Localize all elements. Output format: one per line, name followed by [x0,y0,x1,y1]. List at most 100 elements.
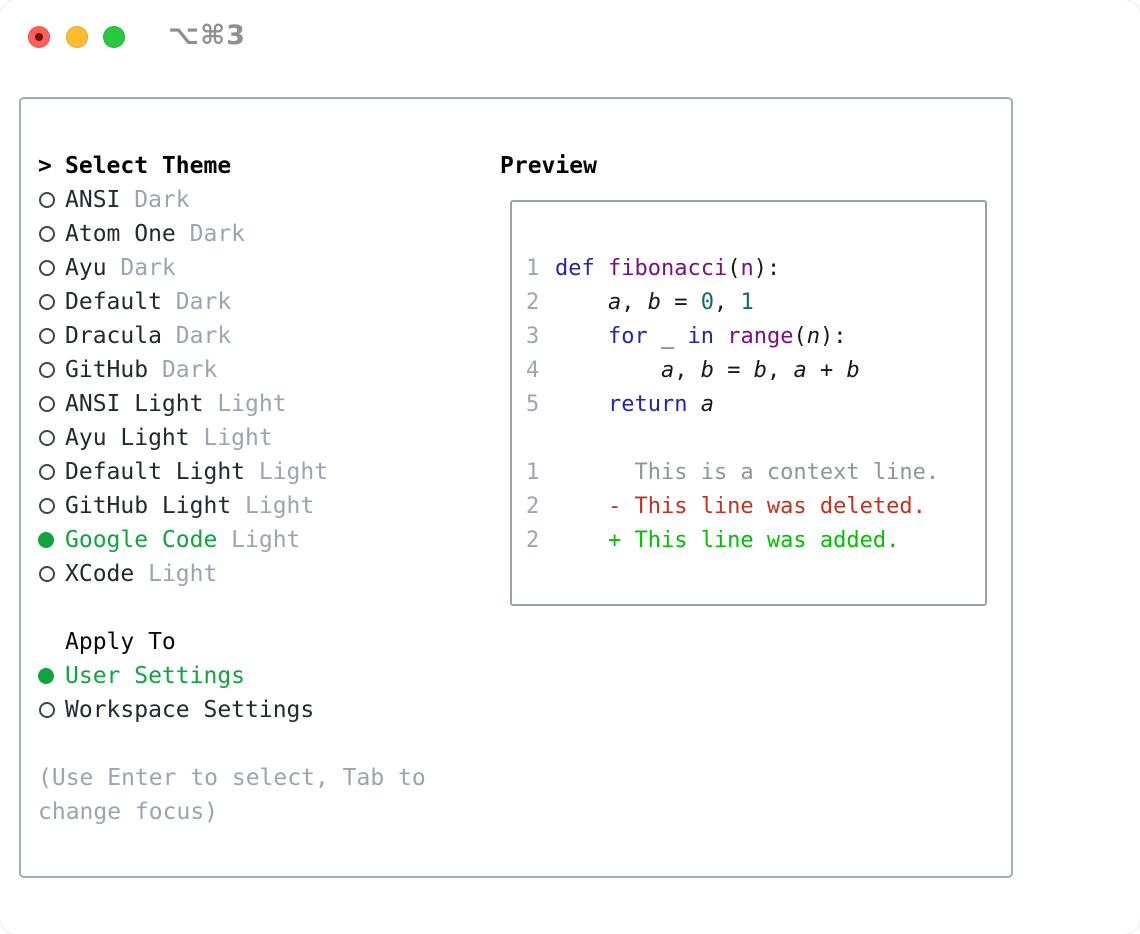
code-line [526,421,985,455]
line-number: 2 [526,289,540,315]
theme-variant-label: Light [231,527,301,553]
unsaved-changes-dot-icon [35,33,43,41]
theme-variant-label: Light [258,459,329,485]
theme-option[interactable]: Google Code Light [38,523,426,557]
code-line: 4 a, b = b, a + b [526,353,985,387]
radio-dot [39,294,55,310]
code-line: 2 + This line was added. [526,523,985,557]
minimize-button[interactable] [66,26,88,48]
theme-name: GitHub [65,357,149,383]
code-line-content: a, b = b, a + b [660,357,860,383]
help-text-line-1: (Use Enter to select, Tab to [38,765,426,791]
radio-dot [39,702,55,718]
preview-pane: 1 def fibonacci(n): 2 a, b = 0, 1 3 for _ i… [510,200,987,606]
apply-to-name: User Settings [65,663,246,689]
theme-name: Default Light [65,459,246,485]
theme-name: Ayu [65,255,107,281]
line-number: 2 [526,527,540,553]
radio-dot [39,328,55,344]
radio-unselected-icon [38,498,65,514]
line-number: 1 [526,459,540,485]
theme-variant-label: Dark [134,187,190,213]
code-line: 1 def fibonacci(n): [526,251,985,285]
radio-unselected-icon [38,430,65,446]
apply-to-option[interactable]: Workspace Settings [38,693,426,727]
cursor-caret-icon: > [38,153,52,179]
radio-dot [39,192,55,208]
code-line-content: + This line was added. [555,527,900,553]
radio-dot [39,226,55,242]
theme-option[interactable]: Default Dark [38,285,426,319]
theme-variant-label: Dark [175,289,232,315]
radio-unselected-icon [38,260,65,276]
zoom-button[interactable] [103,26,125,48]
theme-variant-label: Light [217,391,287,417]
theme-option[interactable]: Default Light Light [38,455,426,489]
preview-title: Preview [500,153,597,179]
radio-unselected-icon [38,226,65,242]
spacer-row [38,727,426,761]
code-sample: 1 def fibonacci(n): 2 a, b = 0, 1 3 for _ i… [512,202,985,557]
theme-variant-label: Light [203,425,273,451]
code-line-content: a, b = 0, 1 [607,289,754,315]
radio-unselected-icon [38,702,65,718]
apply-to-name: Workspace Settings [65,697,315,723]
theme-variant-label: Light [245,493,315,519]
help-text-line-2: change focus) [38,799,219,825]
close-button[interactable] [28,26,50,48]
line-number: 2 [526,493,540,519]
titlebar: ⌥⌘3 [0,0,1140,75]
radio-dot [39,362,55,378]
radio-selected-icon [38,532,65,548]
theme-list-title: Select Theme [65,153,232,179]
radio-dot [39,260,55,276]
theme-option[interactable]: ANSI Light Light [38,387,426,421]
radio-unselected-icon [38,396,65,412]
theme-variant-label: Light [148,561,218,587]
radio-dot [39,464,55,480]
theme-name: ANSI Light [65,391,204,417]
theme-variant-label: Dark [189,221,246,247]
radio-dot [39,430,55,446]
theme-option[interactable]: GitHub Dark [38,353,426,387]
line-number: 5 [526,391,540,417]
code-line-content: for _ in range(n): [607,323,847,349]
theme-name: GitHub Light [65,493,232,519]
line-number: 1 [526,255,540,281]
radio-unselected-icon [38,192,65,208]
radio-dot [39,498,55,514]
radio-unselected-icon [38,328,65,344]
apply-to-option[interactable]: User Settings [38,659,426,693]
apply-to-header-row: Apply To [38,625,426,659]
theme-list-header: > Select Theme [38,149,426,183]
code-line: 5 return a [526,387,985,421]
theme-variant-label: Dark [175,323,232,349]
line-number: 3 [526,323,540,349]
keyboard-shortcut-label: ⌥⌘3 [168,20,246,51]
radio-unselected-icon [38,294,65,310]
theme-variant-label: Dark [161,357,218,383]
code-line-content: def fibonacci(n): [555,255,781,281]
theme-option[interactable]: GitHub Light Light [38,489,426,523]
theme-name: Default [65,289,162,315]
apply-to-title: Apply To [65,629,176,655]
theme-name: Google Code [65,527,218,553]
code-line: 2 a, b = 0, 1 [526,285,985,319]
line-number: 4 [526,357,540,383]
code-line-content: - This line was deleted. [555,493,926,519]
spacer-row [38,591,426,625]
radio-unselected-icon [38,464,65,480]
radio-unselected-icon [38,362,65,378]
radio-dot [39,396,55,412]
